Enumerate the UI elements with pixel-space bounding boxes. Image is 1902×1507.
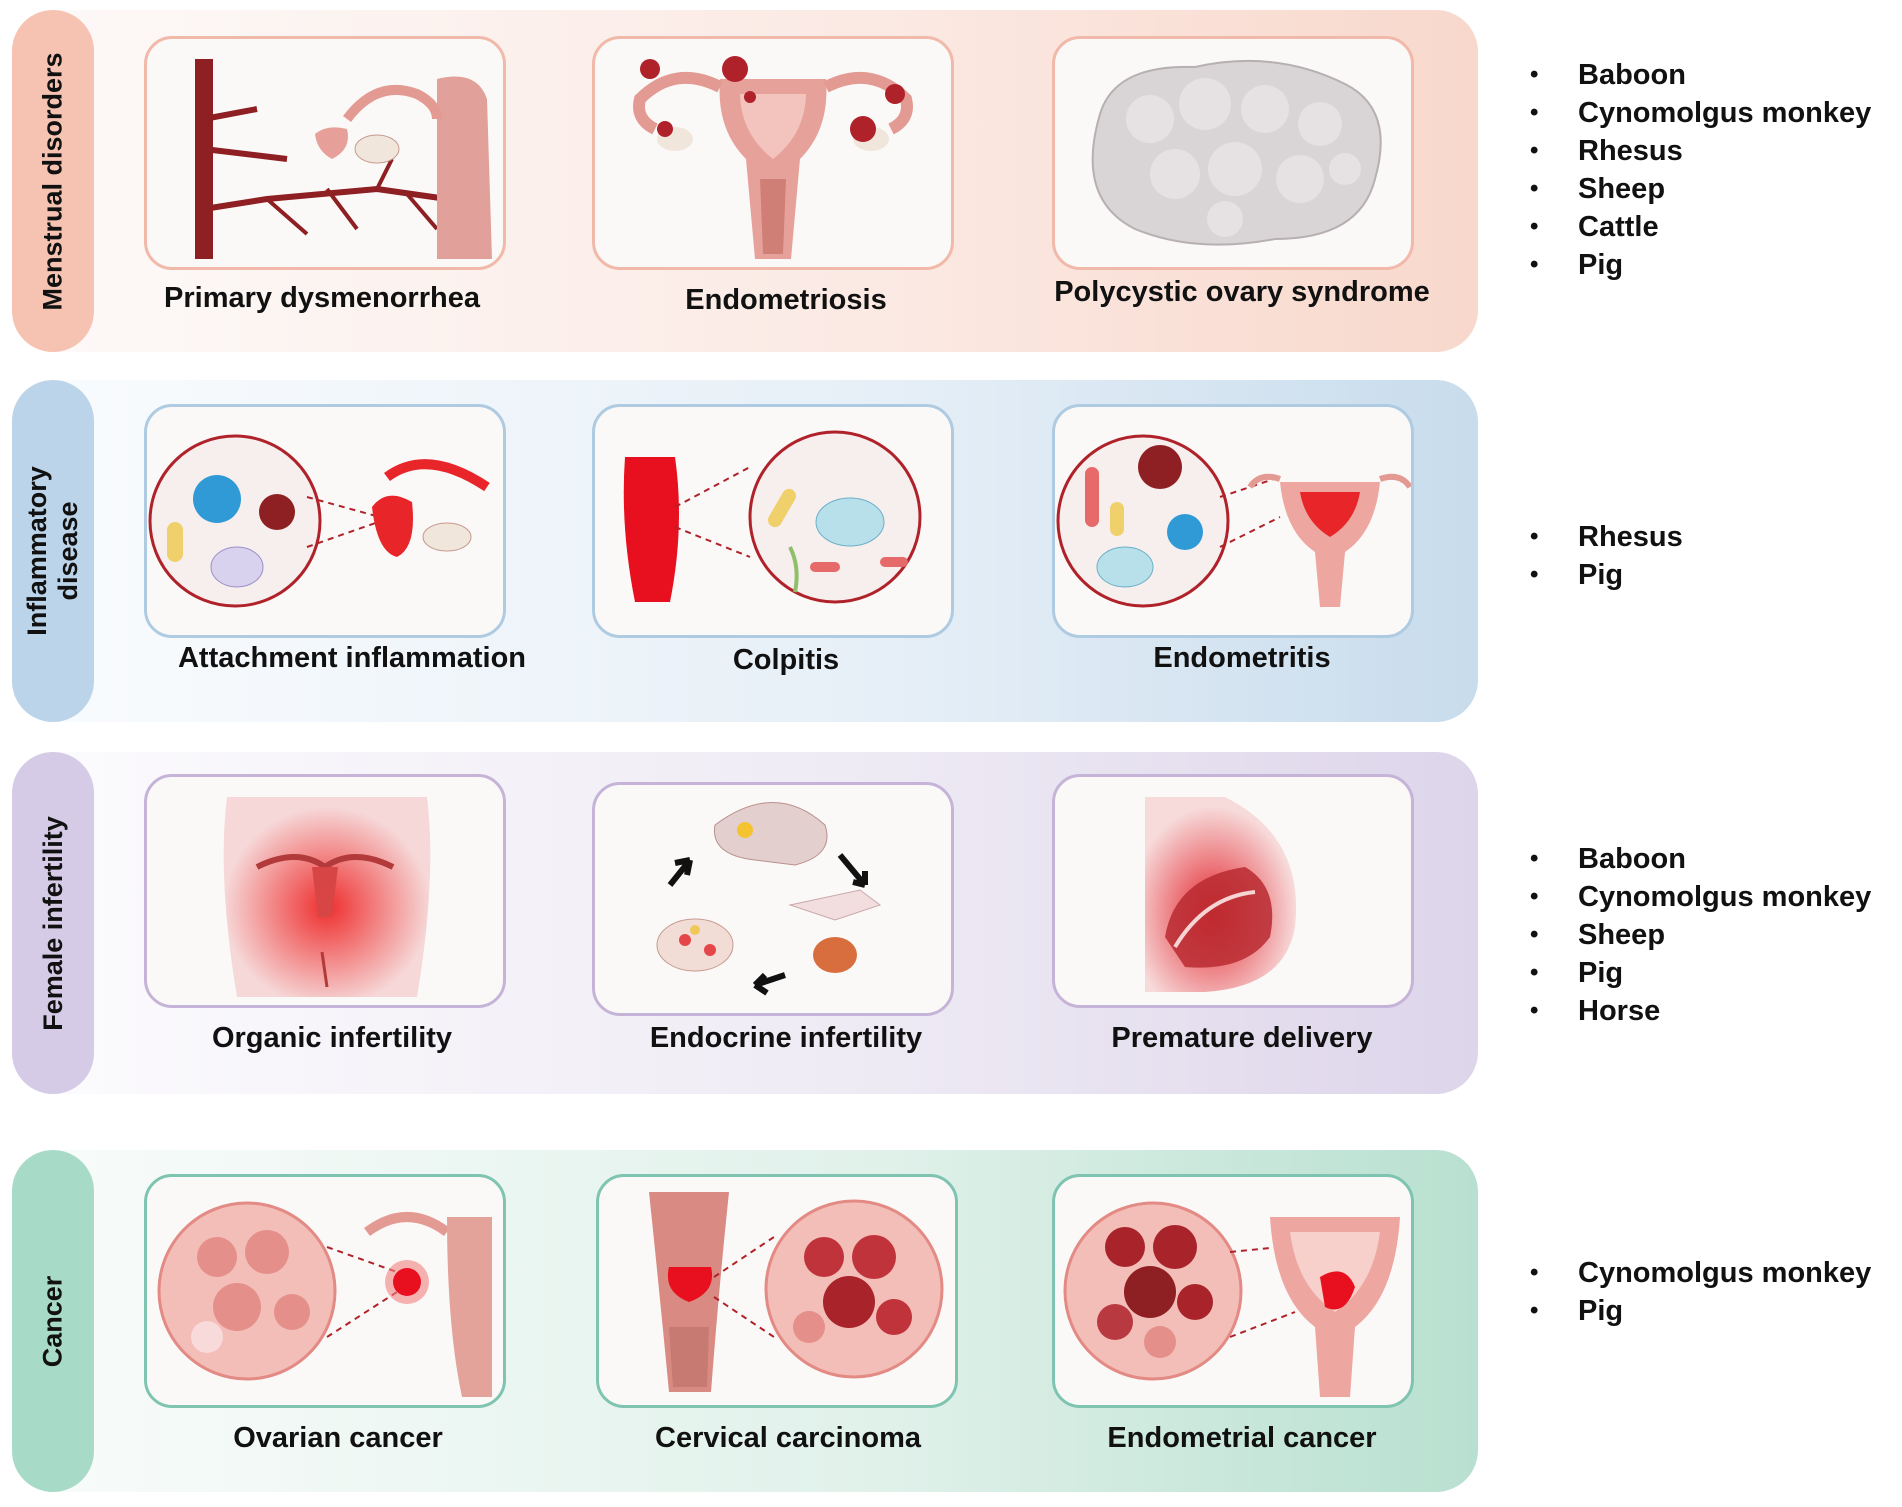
panel-endocrine-infertility <box>592 782 954 1016</box>
panel-cervical-carcinoma <box>596 1174 958 1408</box>
uterus-endometriosis-illustration <box>633 56 913 259</box>
disease-label: Attachment inflammation <box>177 642 527 674</box>
panel-endometritis <box>1052 404 1414 638</box>
polycystic-ovary-illustration <box>1091 59 1382 246</box>
disease-label: Organic infertility <box>211 1022 453 1054</box>
panel-endometriosis <box>592 36 954 270</box>
species-list-infertility: Baboon Cynomolgus monkey Sheep Pig Horse <box>1530 840 1871 1030</box>
disease-label: Ovarian cancer <box>233 1422 443 1454</box>
disease-label: Endometriosis <box>685 284 887 316</box>
panel-endometrial-cancer <box>1052 1174 1414 1408</box>
species-item: Pig <box>1530 954 1871 992</box>
species-item: Cattle <box>1530 208 1871 246</box>
panel-attachment-inflammation <box>144 404 506 638</box>
endometrial-cancer-illustration <box>1063 1201 1400 1397</box>
species-item: Rhesus <box>1530 132 1871 170</box>
category-tab-cancer: Cancer <box>12 1150 94 1492</box>
colpitis-illustration <box>623 430 922 604</box>
species-item: Pig <box>1530 246 1871 284</box>
panel-colpitis <box>592 404 954 638</box>
disease-label: Colpitis <box>732 644 840 676</box>
category-tab-infertility: Female infertility <box>12 752 94 1094</box>
dysmenorrhea-illustration <box>195 59 492 259</box>
disease-label: Premature delivery <box>1111 1022 1373 1054</box>
species-item: Pig <box>1530 1292 1871 1330</box>
panel-premature-delivery <box>1052 774 1414 1008</box>
pregnant-abdomen-illustration <box>1145 797 1297 992</box>
row-female-infertility: Female infertility Organic infertility <box>12 752 1478 1094</box>
disease-label: Cervical carcinoma <box>655 1422 921 1454</box>
species-item: Pig <box>1530 556 1683 594</box>
pelvis-infertility-illustration <box>223 797 431 997</box>
species-item: Sheep <box>1530 170 1871 208</box>
category-tab-menstrual: Menstrual disorders <box>12 10 94 352</box>
category-label: Inflammatory disease <box>22 466 84 636</box>
cervical-carcinoma-illustration <box>649 1192 944 1392</box>
ovarian-cancer-illustration <box>157 1201 492 1397</box>
species-list-inflammatory: Rhesus Pig <box>1530 518 1683 594</box>
disease-label: Polycystic ovary syndrome <box>1054 276 1430 308</box>
species-item: Cynomolgus monkey <box>1530 878 1871 916</box>
species-item: Sheep <box>1530 916 1871 954</box>
species-list-cancer: Cynomolgus monkey Pig <box>1530 1254 1871 1330</box>
category-label: Cancer <box>37 1275 68 1367</box>
species-item: Baboon <box>1530 840 1871 878</box>
endometritis-illustration <box>1056 434 1411 608</box>
category-label: Female infertility <box>37 815 68 1031</box>
species-item: Rhesus <box>1530 518 1683 556</box>
disease-label: Endocrine infertility <box>649 1022 923 1054</box>
panel-polycystic-ovary <box>1052 36 1414 270</box>
adnexitis-illustration <box>148 434 490 608</box>
row-cancer: Cancer Ovarian cancer <box>12 1150 1478 1492</box>
row-menstrual-disorders: Menstrual disorders Primary dysmenorrhea <box>12 10 1478 352</box>
panel-ovarian-cancer <box>144 1174 506 1408</box>
species-item: Baboon <box>1530 56 1871 94</box>
category-tab-inflammatory: Inflammatory disease <box>12 380 94 722</box>
disease-label: Endometrial cancer <box>1107 1422 1377 1454</box>
category-label: Menstrual disorders <box>37 51 68 311</box>
species-item: Horse <box>1530 992 1871 1030</box>
disease-label: Primary dysmenorrhea <box>164 282 480 314</box>
species-list-menstrual: Baboon Cynomolgus monkey Rhesus Sheep Ca… <box>1530 56 1871 284</box>
species-item: Cynomolgus monkey <box>1530 94 1871 132</box>
panel-organic-infertility <box>144 774 506 1008</box>
disease-label: Endometritis <box>1153 642 1331 674</box>
hpo-axis-illustration <box>656 802 882 996</box>
panel-primary-dysmenorrhea <box>144 36 506 270</box>
species-item: Cynomolgus monkey <box>1530 1254 1871 1292</box>
row-inflammatory-disease: Inflammatory disease Attachment inflamma… <box>12 380 1478 722</box>
